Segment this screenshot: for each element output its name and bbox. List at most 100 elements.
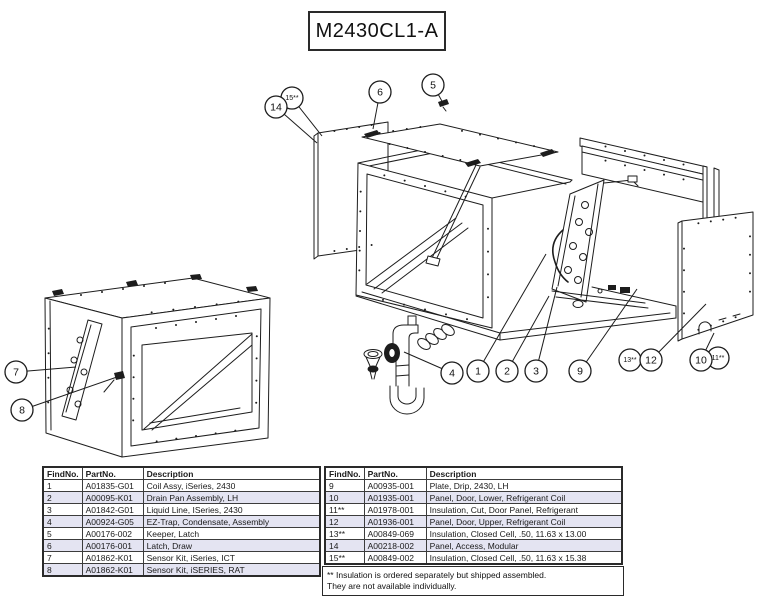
svg-text:5: 5 bbox=[430, 80, 436, 92]
svg-text:8: 8 bbox=[19, 405, 25, 417]
rear-panel-art bbox=[579, 137, 720, 224]
callout-2-balloon: 2 bbox=[495, 359, 519, 383]
cell-partno: A00935-001 bbox=[363, 479, 427, 492]
condensate-trap-art bbox=[363, 315, 455, 415]
cell-findno: 13** bbox=[324, 527, 365, 540]
svg-text:15**: 15** bbox=[285, 95, 299, 102]
cell-description: Drain Pan Assembly, LH bbox=[142, 491, 321, 504]
svg-text:6: 6 bbox=[377, 87, 383, 99]
insulation-note: ** Insulation is ordered separately but … bbox=[322, 566, 624, 596]
cell-partno: A01862-K01 bbox=[81, 563, 144, 577]
cell-partno: A00218-002 bbox=[363, 539, 427, 552]
cell-findno: 14 bbox=[324, 539, 365, 552]
svg-text:11**: 11** bbox=[712, 355, 725, 362]
callout-14-balloon: 14 bbox=[264, 95, 288, 119]
col-header-findno: FindNo. bbox=[42, 466, 83, 480]
cell-findno: 2 bbox=[42, 491, 83, 504]
cell-findno: 1 bbox=[42, 479, 83, 492]
cell-findno: 8 bbox=[42, 563, 83, 577]
cell-description: EZ-Trap, Condensate, Assembly bbox=[142, 515, 321, 528]
cell-description: Keeper, Latch bbox=[142, 527, 321, 540]
assembled-unit-art bbox=[44, 274, 271, 458]
cell-partno: A00849-069 bbox=[363, 527, 427, 540]
callout-4-balloon: 4 bbox=[440, 361, 464, 385]
svg-text:7: 7 bbox=[13, 367, 19, 379]
cell-findno: 12 bbox=[324, 515, 365, 528]
callout-13-balloon: 13** bbox=[618, 348, 642, 372]
svg-text:14: 14 bbox=[270, 102, 282, 114]
cell-partno: A00176-001 bbox=[81, 539, 144, 552]
callout-8-balloon: 8 bbox=[10, 398, 34, 422]
table-header-row: FindNo. PartNo. Description bbox=[324, 466, 623, 480]
callout-1-balloon: 1 bbox=[466, 359, 490, 383]
screw-dots bbox=[47, 124, 751, 443]
cell-findno: 11** bbox=[324, 503, 365, 516]
cell-findno: 3 bbox=[42, 503, 83, 516]
svg-text:13**: 13** bbox=[623, 357, 637, 364]
svg-text:12: 12 bbox=[645, 355, 657, 367]
cell-partno: A00176-002 bbox=[81, 527, 144, 540]
cell-partno: A01935-001 bbox=[363, 491, 427, 504]
coil-assembly-art bbox=[551, 175, 649, 309]
cell-partno: A01835-G01 bbox=[81, 479, 144, 492]
cell-description: Plate, Drip, 2430, LH bbox=[425, 479, 623, 492]
cell-partno: A01862-K01 bbox=[81, 551, 144, 564]
insulation-note-line2: They are not available individually. bbox=[327, 581, 457, 591]
col-header-partno: PartNo. bbox=[81, 466, 144, 480]
svg-text:2: 2 bbox=[504, 366, 510, 378]
col-header-description: Description bbox=[425, 466, 623, 480]
cell-partno: A01978-001 bbox=[363, 503, 427, 516]
svg-text:3: 3 bbox=[533, 366, 539, 378]
callout-10-balloon: 10 bbox=[689, 348, 713, 372]
cell-description: Sensor Kit, iSERIES, RAT bbox=[142, 563, 321, 577]
callout-9-balloon: 9 bbox=[568, 359, 592, 383]
cell-description: Panel, Access, Modular bbox=[425, 539, 623, 552]
top-panel-art bbox=[361, 99, 559, 167]
cell-description: Insulation, Closed Cell, .50, 11.63 x 15… bbox=[425, 551, 623, 565]
cell-partno: A00849-002 bbox=[363, 551, 427, 565]
insulation-note-line1: ** Insulation is ordered separately but … bbox=[327, 570, 547, 580]
cell-partno: A01936-001 bbox=[363, 515, 427, 528]
svg-text:4: 4 bbox=[449, 368, 455, 380]
cell-findno: 10 bbox=[324, 491, 365, 504]
cell-findno: 15** bbox=[324, 551, 365, 565]
svg-text:1: 1 bbox=[475, 366, 481, 378]
cell-findno: 5 bbox=[42, 527, 83, 540]
cell-description: Liquid Line, ISeries, 2430 bbox=[142, 503, 321, 516]
col-header-partno: PartNo. bbox=[363, 466, 427, 480]
callout-6-balloon: 6 bbox=[368, 80, 392, 104]
cell-findno: 4 bbox=[42, 515, 83, 528]
cell-description: Coil Assy, iSeries, 2430 bbox=[142, 479, 321, 492]
col-header-description: Description bbox=[142, 466, 321, 480]
door-panel-art bbox=[677, 211, 754, 342]
drawing-title: M2430CL1-A bbox=[315, 19, 439, 42]
cell-partno: A00095-K01 bbox=[81, 491, 144, 504]
cell-partno: A01842-G01 bbox=[81, 503, 144, 516]
cell-description: Latch, Draw bbox=[142, 539, 321, 552]
cell-findno: 6 bbox=[42, 539, 83, 552]
drawing-title-box: M2430CL1-A bbox=[308, 11, 446, 51]
callout-7-balloon: 7 bbox=[4, 360, 28, 384]
svg-text:10: 10 bbox=[695, 355, 707, 367]
table-header-row: FindNo. PartNo. Description bbox=[42, 466, 321, 480]
cell-findno: 9 bbox=[324, 479, 365, 492]
cell-partno: A00924-G05 bbox=[81, 515, 144, 528]
cell-description: Insulation, Closed Cell, .50, 11.63 x 13… bbox=[425, 527, 623, 540]
cabinet-frame-art bbox=[355, 146, 573, 329]
